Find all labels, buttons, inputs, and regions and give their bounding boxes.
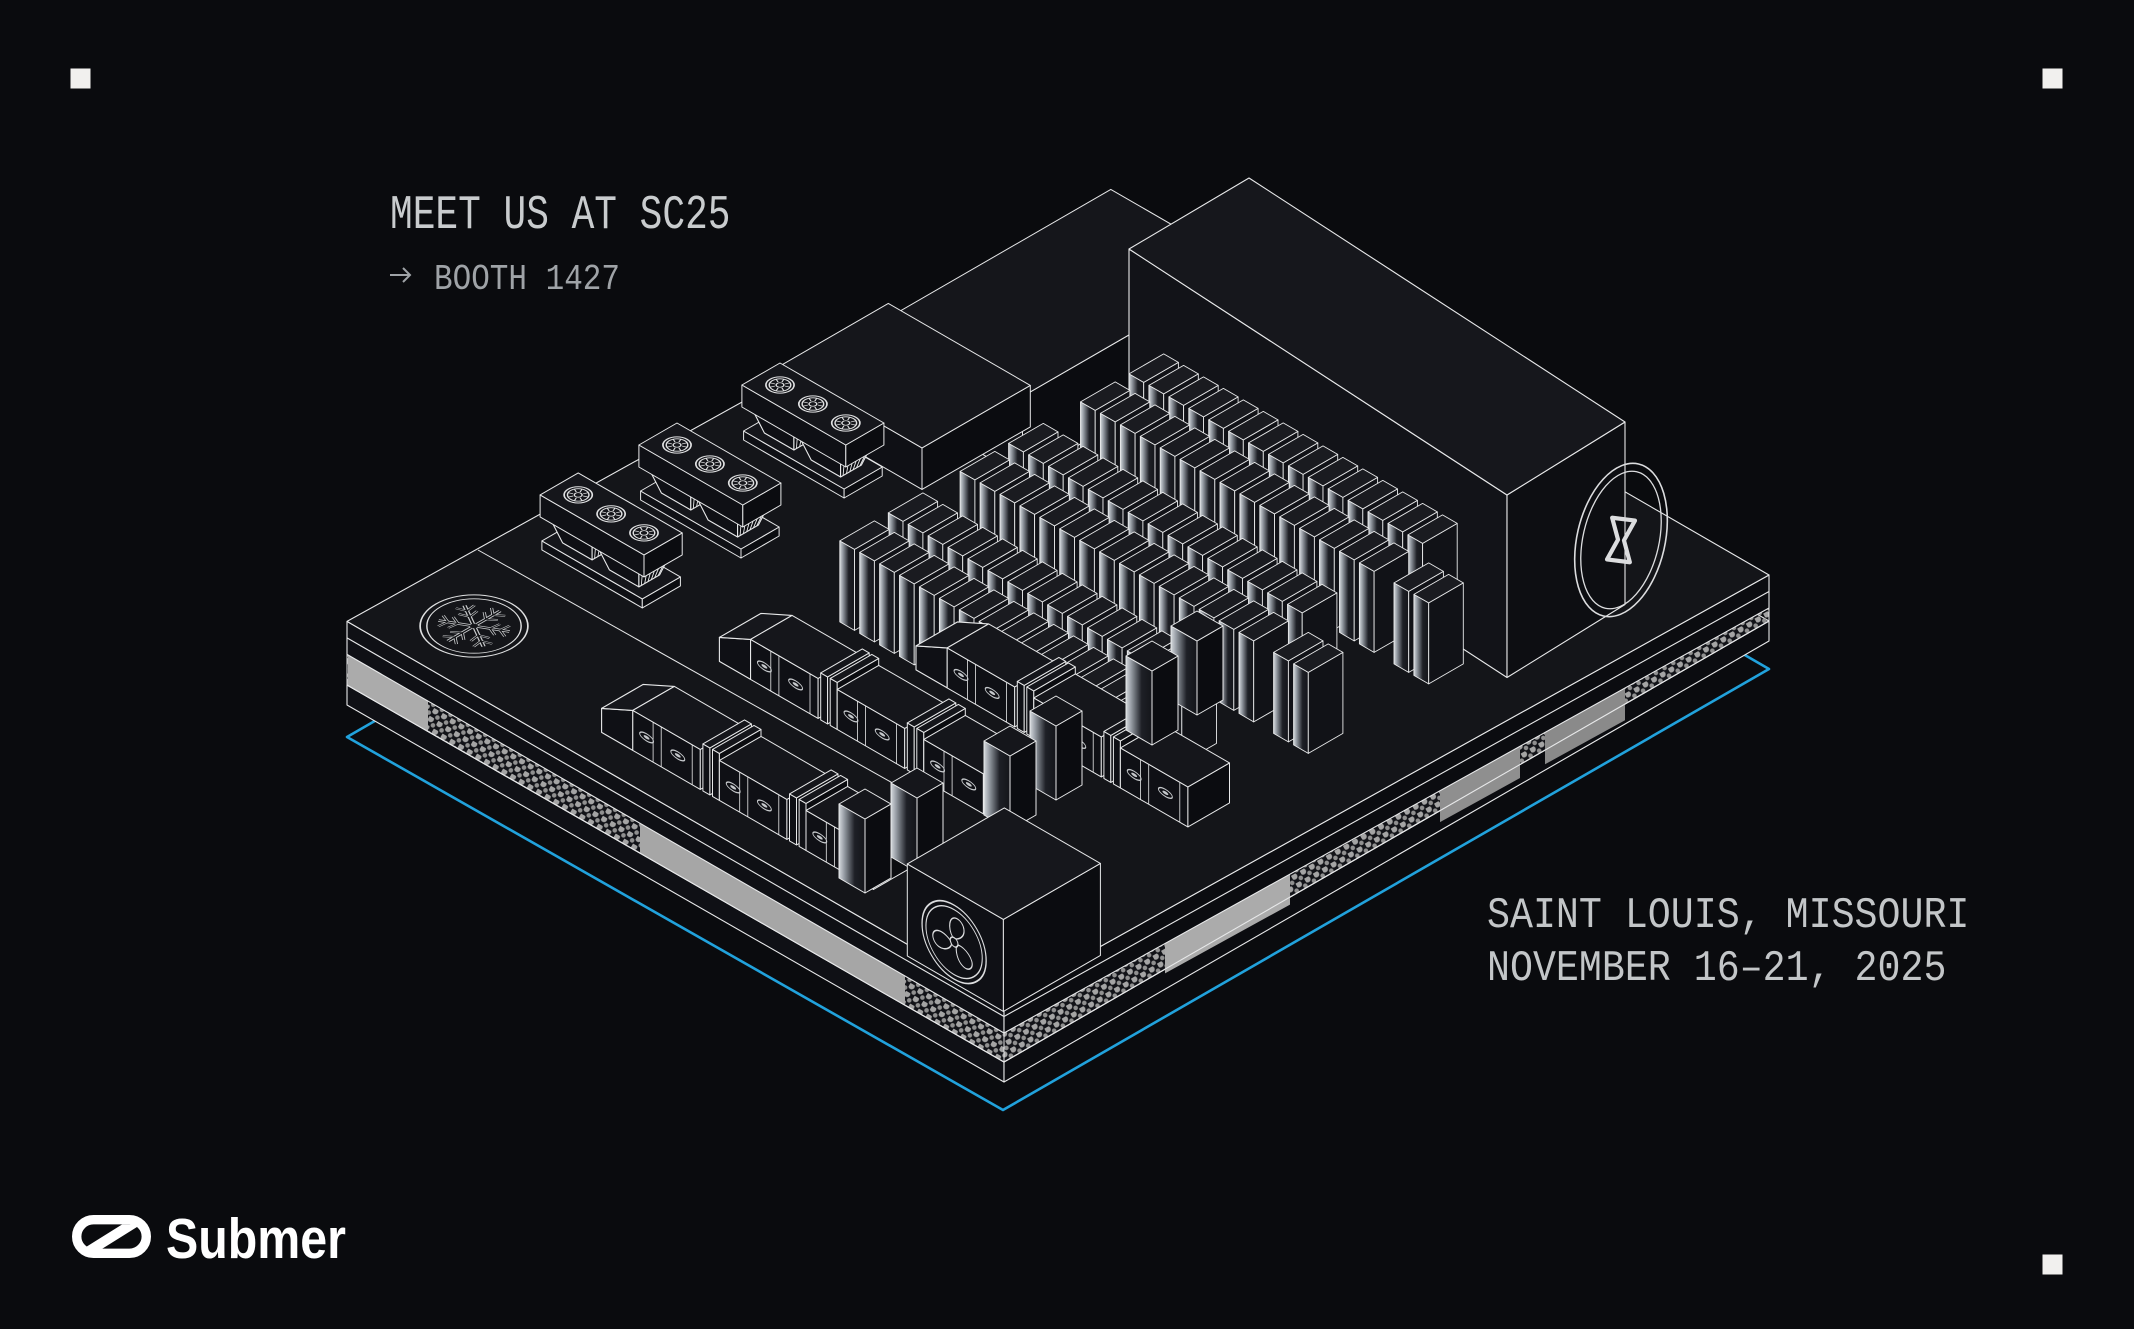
svg-text:Submer: Submer	[166, 1215, 346, 1265]
